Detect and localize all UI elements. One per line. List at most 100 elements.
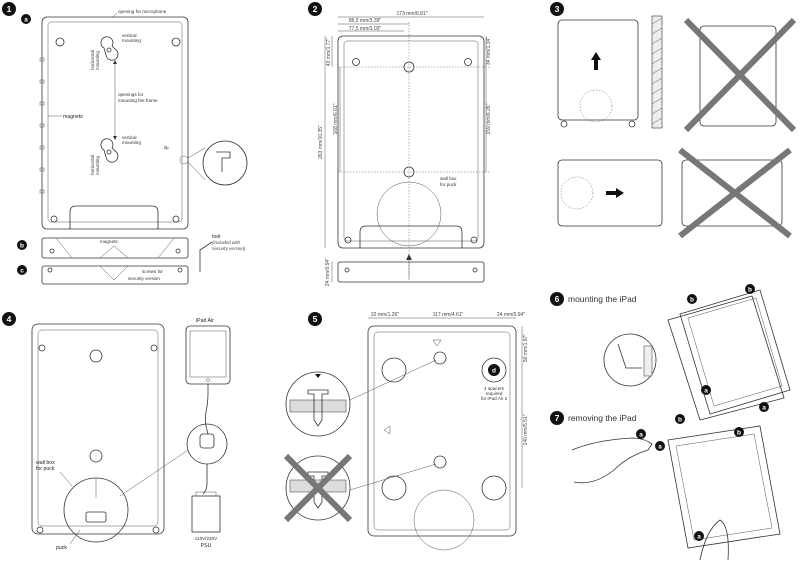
horizontal-mounting-top: mounting [95,51,100,70]
puck-label: puck [56,545,67,551]
psu-plug [195,491,217,497]
frame-hole [560,120,568,128]
screw-detail-correct [285,371,351,437]
tool-label: tool [212,234,220,240]
vertical-label-top: vertical [122,33,137,38]
psu-icon [191,495,221,533]
mounting-label-top: mounting [122,38,141,43]
microphone-label: opening for microphone [118,9,167,14]
lip-zoom-circle [202,140,248,186]
step-badge-7 [550,411,564,425]
badge-d [488,364,500,376]
step-badge-2 [308,2,322,16]
horizontal-label-bottom: horizontal [90,155,95,175]
letter-d: d [492,368,496,375]
bottom-opening [69,205,159,229]
frame-landscape-wrong [681,159,783,227]
letter-b: b [20,243,24,250]
openings-label-2: mounting the frame [118,98,158,103]
horizontal-label-top: horizontal [90,50,95,70]
tool-note-2: security version) [212,246,246,251]
tool-icon [199,241,213,272]
ipad-screen [189,330,227,378]
frame-inner [373,331,511,531]
frame-tilted [667,425,781,549]
puck-circle [579,89,613,123]
dim-50-label: 50 mm/1.97" [523,334,529,362]
dim-32-label: 32 mm/1.26" [371,312,399,318]
frame-hole [628,120,636,128]
frame-tilted [667,295,785,421]
arrow-down-icon [315,374,321,378]
side-view-b [41,237,189,259]
badge-b [687,294,697,304]
frame-hole [171,37,181,47]
ipad-label: iPad Air [196,318,214,324]
step-number-5: 5 [313,314,318,324]
letter-c: c [20,268,24,275]
wallbox-label-1: wall box [36,460,55,466]
keyhole-mount [89,449,103,463]
dim-34-label: 34 mm/1.34" [486,37,492,65]
dim-159-label: 159 mm/6.26" [486,103,492,134]
screw-hole-icon [106,47,112,53]
lip-leader [187,147,206,159]
dim-24-label: 24 mm/0.94" [325,258,331,286]
step-number-6: 6 [555,294,560,304]
wallbox-label-2: for puck [440,182,457,187]
cross-mark-icon [683,17,797,133]
frame-back [31,323,165,535]
puck-connector [199,433,215,449]
mounting-title: mounting the iPad [568,294,637,304]
screw-icon [47,267,53,273]
letter-a: a [639,432,643,439]
frame-back [367,325,517,537]
panel-3: 3 [550,2,797,239]
arrow-up-icon [591,52,601,70]
step-badge-6 [550,292,564,306]
dim-24-label: 24 mm/0.94" [497,312,525,318]
spacer-hole [381,357,407,383]
puck-circle [560,176,594,210]
wall-hatch [643,345,653,377]
badge-a [636,429,646,439]
keyhole-mount-bottom [100,138,119,163]
panel-6: 6 mounting the iPad b b a a [550,284,791,421]
zoom-circle [603,333,657,387]
side-view-lines [99,265,129,281]
step-number-2: 2 [313,4,318,14]
step-number-4: 4 [7,314,12,324]
frame-inner [47,21,183,223]
screws-label-1: screws for [142,269,163,274]
frame-hole [150,344,158,352]
letter-b: b [748,287,752,294]
frame-hole [352,58,360,66]
screw-icon [307,389,329,427]
mounting-label-bottom: mounting [122,140,141,145]
letter-a: a [24,17,28,24]
frame-hole [172,215,180,223]
magnets-label-2: magnets [100,239,118,244]
step-badge-1 [2,2,16,16]
side-hole [472,267,478,273]
panel-5: 5 d 4 spacers required for iPad Air 2 32… [283,312,529,551]
letter-b: b [678,417,682,424]
badge-a [694,531,704,541]
panel-7: 7 removing the iPad a a b b a [550,411,781,561]
puck-leader [69,529,81,545]
wallbox-label-1: wall box [440,176,457,181]
dim-77-label: 77,5 mm/3.03" [349,26,382,32]
side-view [337,261,485,283]
frame-landscape [557,159,663,227]
hand-holding-icon [699,519,729,561]
letter-b: b [737,430,741,437]
step-badge-5 [308,312,322,326]
dim-140-label: 140 mm/5.51" [523,414,529,445]
badge-b [675,414,685,424]
keyhole-mount [433,455,447,469]
cable-line [204,384,209,435]
badge-b [734,427,744,437]
arrow-up-icon [406,254,412,260]
psu-label-2: PSU [201,543,212,549]
spacer-hole [481,357,507,383]
